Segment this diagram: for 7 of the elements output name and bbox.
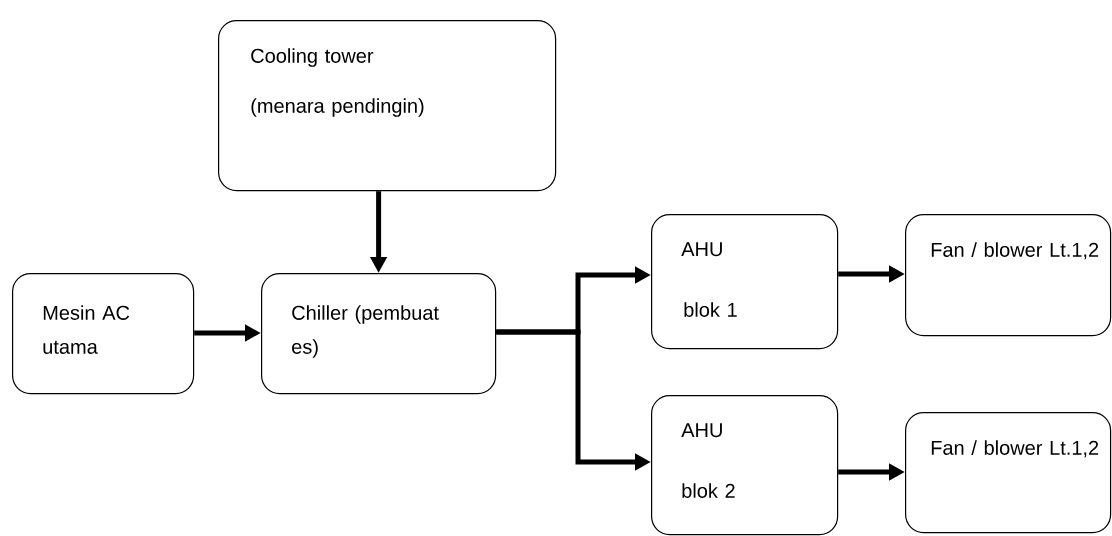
process-box: AHU blok 2 [651,395,839,536]
process-box: AHU blok 1 [651,214,839,350]
process-box: Chiller (pembuat es) [261,273,497,395]
process-box: Cooling tower (menara pendingin) [218,20,557,192]
process-box: Fan / blower Lt.1,2 [905,412,1112,534]
process-box: Fan / blower Lt.1,2 [905,214,1112,337]
process-box: Mesin AC utama [12,273,195,395]
